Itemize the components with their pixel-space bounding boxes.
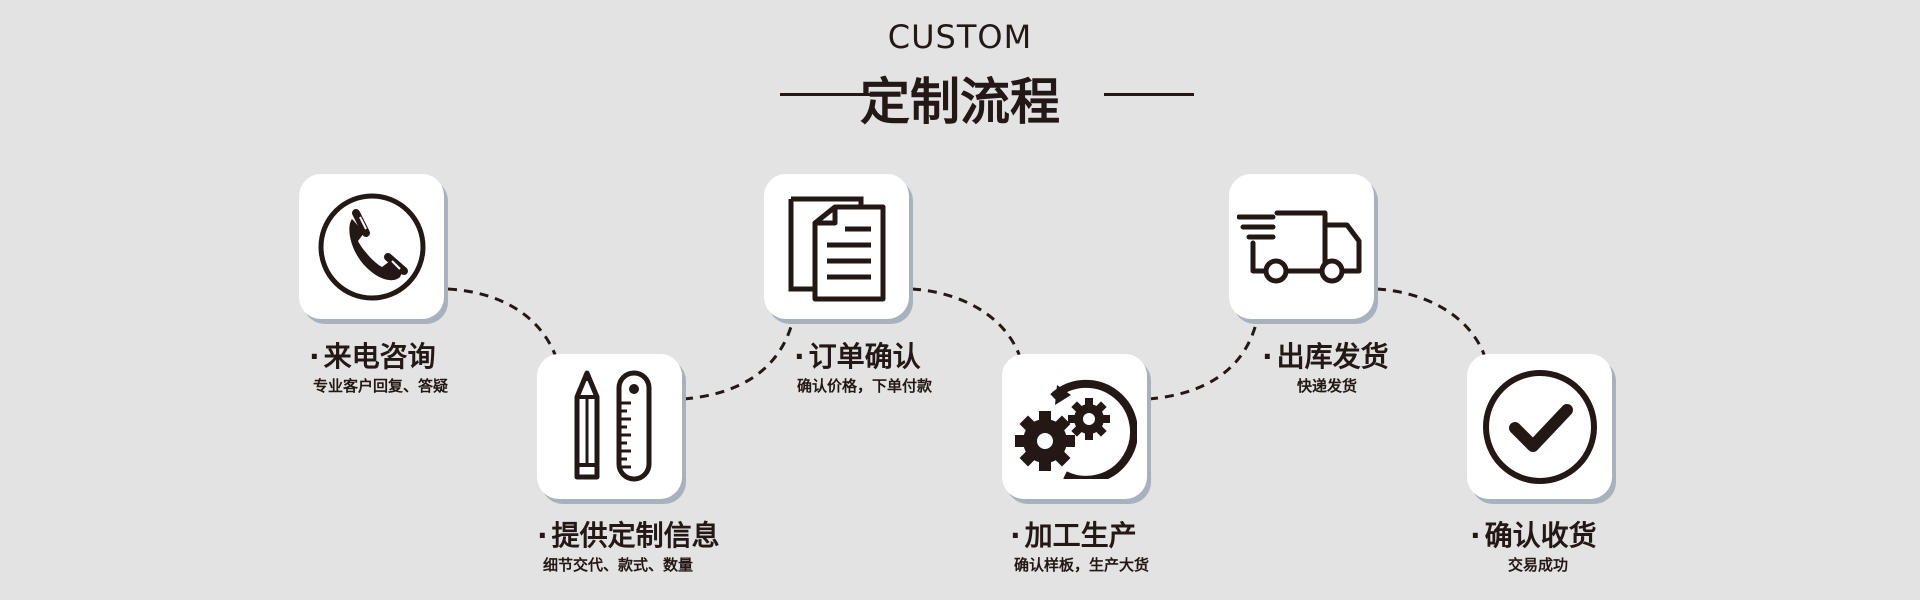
step-3-desc: 确认价格，下单付款	[797, 377, 933, 395]
step-2-desc: 细节交代、款式、数量	[543, 556, 694, 574]
connector-5-6	[1376, 287, 1487, 358]
header-divider-left	[780, 93, 870, 96]
step-4-desc: 确认样板，生产大货	[1014, 556, 1150, 574]
bullet: ·	[1470, 519, 1481, 552]
bullet: ·	[537, 519, 548, 552]
step-5-label: ·出库发货	[1262, 335, 1389, 375]
step-3-label: ·订单确认	[794, 335, 921, 375]
bullet: ·	[1010, 519, 1021, 552]
icon-card-4	[1002, 354, 1147, 499]
icon-card-6	[1467, 354, 1612, 499]
step-4-title: 加工生产	[1024, 519, 1137, 552]
phone-icon	[318, 193, 425, 300]
bullet: ·	[794, 340, 805, 373]
connector-3-4	[911, 287, 1022, 358]
step-1-label: ·来电咨询	[309, 335, 436, 375]
step-3-title: 订单确认	[808, 340, 921, 373]
step-1-desc: 专业客户回复、答疑	[313, 377, 449, 395]
gears-icon	[1014, 379, 1137, 479]
pencil-ruler-icon	[574, 370, 651, 481]
bullet: ·	[309, 340, 320, 373]
icon-card-5	[1229, 174, 1374, 319]
step-5-title: 出库发货	[1276, 340, 1389, 373]
step-2-label: ·提供定制信息	[537, 514, 720, 554]
icon-card-2	[537, 354, 682, 499]
step-5-desc: 快递发货	[1297, 377, 1358, 395]
step-2-title: 提供定制信息	[551, 519, 720, 552]
step-4-label: ·加工生产	[1010, 514, 1137, 554]
step-6-label: ·确认收货	[1470, 514, 1597, 554]
connector-4-5	[1148, 319, 1259, 401]
truck-icon	[1236, 210, 1361, 283]
step-6-title: 确认收货	[1484, 519, 1597, 552]
page-title: 定制流程	[860, 73, 1060, 131]
header-subtitle: CUSTOM	[887, 18, 1033, 56]
documents-icon	[788, 196, 885, 301]
icon-card-1	[299, 174, 444, 319]
step-1-title: 来电咨询	[323, 340, 436, 373]
connector-2-3	[683, 319, 795, 401]
header-divider-right	[1104, 93, 1194, 96]
bullet: ·	[1262, 340, 1273, 373]
checkmark-icon	[1482, 369, 1597, 484]
step-6-desc: 交易成功	[1508, 556, 1569, 574]
icon-card-3	[764, 174, 909, 319]
connector-1-2	[447, 287, 558, 358]
